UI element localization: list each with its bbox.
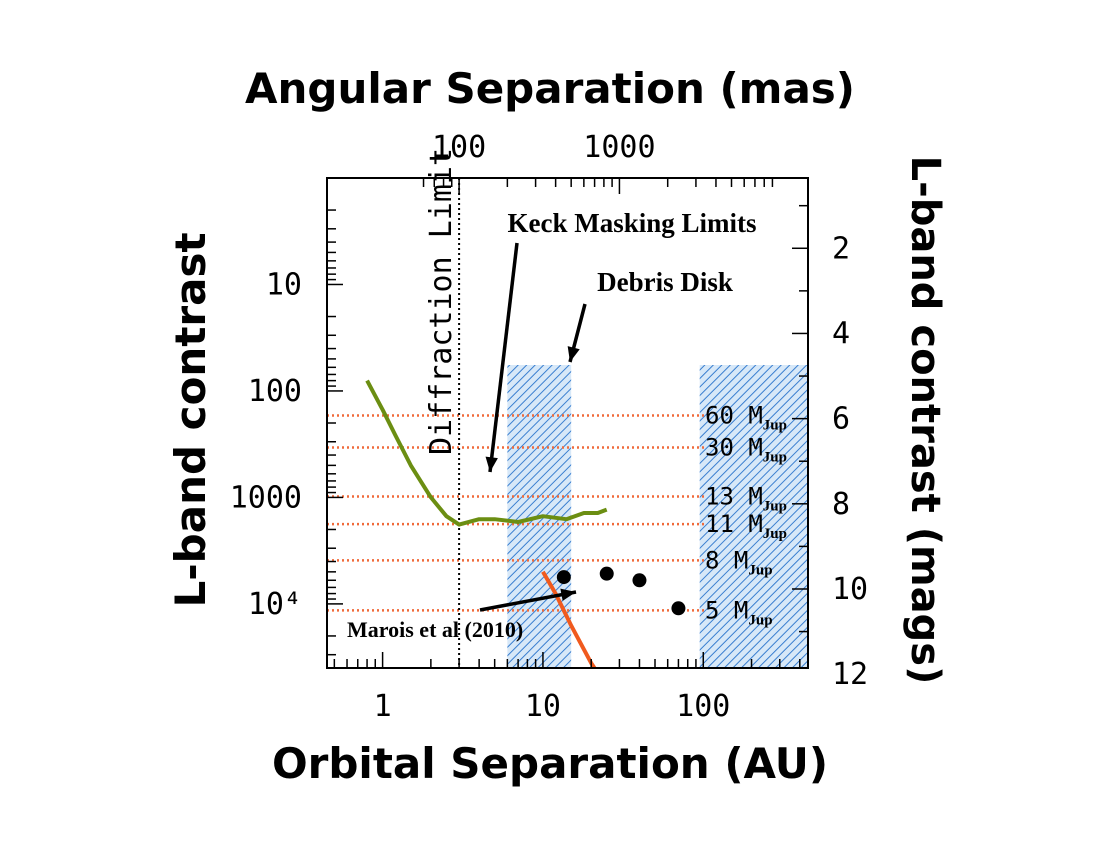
- data-point: [671, 601, 686, 616]
- y-tick-label: 10⁴: [248, 587, 302, 622]
- mass-label-sub: Jup: [763, 417, 787, 433]
- right-tick-label: 4: [832, 316, 850, 351]
- right-tick-label: 2: [832, 231, 850, 266]
- data-point: [632, 573, 647, 588]
- x-tick-label: 100: [676, 689, 730, 724]
- series-line-1: [541, 570, 597, 668]
- right-tick-label: 12: [832, 657, 868, 692]
- top-axis-title: Angular Separation (mas): [245, 64, 855, 113]
- y-axis-title: L-band contrast: [166, 232, 215, 607]
- mass-label-sub: Jup: [763, 498, 787, 514]
- diffraction-limit-label: Diffraction Limit: [424, 148, 459, 455]
- marois-arrow: [479, 590, 577, 612]
- mass-label-sub: Jup: [748, 562, 772, 578]
- y-tick-label: 10: [266, 267, 302, 302]
- y-tick-label: 1000: [230, 480, 302, 515]
- top-tick-label: 100: [432, 130, 486, 165]
- keck-arrow: [488, 242, 519, 473]
- right-tick-label: 10: [832, 572, 868, 607]
- mass-label-sub: Jup: [763, 526, 787, 542]
- x-tick-label: 1: [374, 689, 392, 724]
- right-tick-label: 6: [832, 402, 850, 437]
- data-point: [599, 566, 614, 581]
- marois-annotation: Marois et al (2010): [347, 617, 523, 642]
- x-axis-title: Orbital Separation (AU): [272, 739, 828, 788]
- y-tick-label: 100: [248, 374, 302, 409]
- top-tick-label: 1000: [583, 130, 655, 165]
- series-line-0: [365, 379, 608, 527]
- right-tick-label: 8: [832, 487, 850, 522]
- keck-annotation: Keck Masking Limits: [507, 208, 756, 238]
- marois-arrow-head: [560, 588, 576, 601]
- x-tick-label: 10: [525, 689, 561, 724]
- debris-region-1: [699, 365, 808, 668]
- mass-label-sub: Jup: [763, 450, 787, 466]
- keck-arrow-head: [485, 456, 498, 472]
- debris-arrow-head: [567, 346, 580, 362]
- debris-annotation: Debris Disk: [597, 267, 733, 297]
- right-axis-title: L-band contrast (mags): [902, 156, 948, 685]
- mass-label-sub: Jup: [748, 612, 772, 628]
- data-point: [556, 570, 571, 585]
